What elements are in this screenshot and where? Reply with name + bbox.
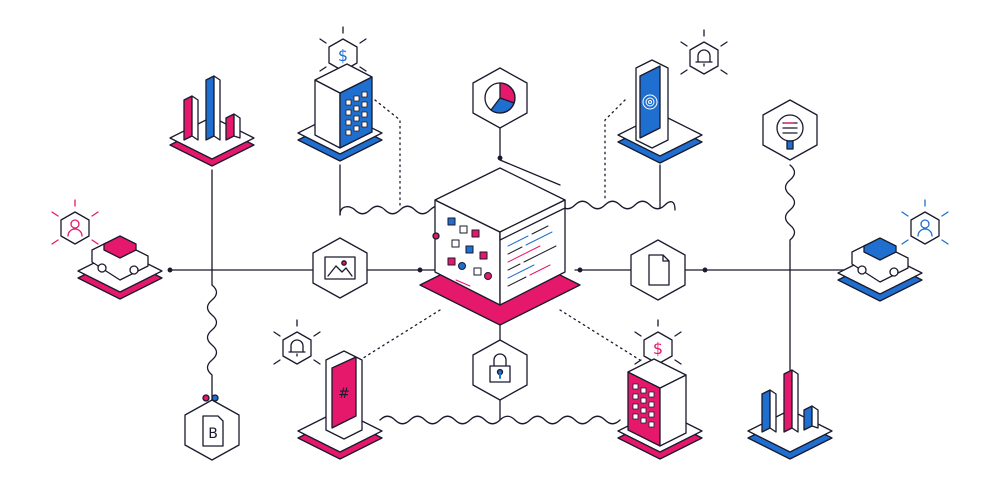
bar — [233, 113, 241, 139]
building-top-face — [627, 358, 687, 389]
bell-icon — [695, 49, 713, 67]
hexagon-frame — [282, 331, 312, 365]
badge-rays — [680, 29, 728, 75]
phone-screen — [639, 65, 661, 139]
connector-node-dot — [702, 267, 708, 273]
hub-code-lines — [507, 225, 557, 287]
car-blue — [837, 237, 923, 302]
bar — [183, 95, 193, 141]
dollar-badge-top: $ — [319, 26, 367, 72]
connector-lines — [167, 99, 846, 425]
office-building-pink — [617, 358, 703, 460]
hub-window-bar — [499, 199, 566, 241]
document-letter: B — [208, 426, 218, 442]
user-badge-right — [901, 199, 949, 245]
car-wheel — [97, 263, 107, 273]
lock-hexagon — [472, 339, 528, 401]
connector-dotted — [604, 99, 626, 201]
fingerprint-icon — [642, 94, 658, 110]
document-b-hexagon: B — [184, 394, 240, 461]
building-windows — [345, 91, 368, 136]
image-icon — [324, 256, 356, 280]
smartphone-blue — [617, 59, 703, 164]
hub-ui-shapes — [447, 217, 492, 287]
hash-icon: # — [338, 386, 350, 402]
document-icon — [648, 254, 670, 286]
bar — [791, 369, 799, 433]
dollar-badge-bottom: $ — [634, 319, 682, 365]
car-roof — [103, 235, 137, 259]
dollar-icon: $ — [338, 46, 348, 65]
document-icon — [202, 415, 224, 447]
car-wheel — [129, 265, 139, 275]
bar — [191, 95, 199, 141]
user-icon — [917, 219, 933, 237]
bar — [225, 113, 235, 141]
connector-dotted — [374, 99, 401, 206]
pie-chart-icon — [484, 82, 516, 114]
badge-rays — [901, 199, 949, 245]
document-hexagon — [630, 239, 686, 301]
bar — [769, 389, 777, 433]
bell-icon — [288, 339, 306, 357]
badge-rays — [273, 319, 321, 365]
bar-chart-pink — [169, 75, 255, 167]
pie-chart-hexagon — [472, 67, 528, 129]
connector-left-wavy — [206, 284, 218, 401]
bar — [811, 405, 819, 429]
hexagon-frame — [689, 41, 719, 75]
car-pink — [77, 235, 163, 300]
image-hexagon — [312, 237, 368, 299]
bar-chart-blue — [747, 369, 833, 460]
central-data-hub — [419, 167, 581, 326]
status-dot — [202, 394, 210, 402]
bar — [783, 369, 793, 433]
bar — [761, 389, 771, 433]
office-building-blue — [297, 63, 383, 162]
connector-node-dot — [417, 267, 423, 273]
car-wheel — [857, 265, 867, 275]
building-windows — [632, 383, 655, 428]
bar — [803, 405, 813, 431]
search-hexagon — [762, 99, 818, 161]
connector-dotted — [559, 309, 641, 361]
connector-node-dot — [167, 267, 173, 273]
connector-node-dot — [577, 267, 583, 273]
badge-rays — [51, 199, 99, 245]
user-icon — [67, 219, 83, 237]
car-roof — [863, 237, 897, 261]
connector-right-wavy — [784, 164, 796, 246]
status-dot — [211, 394, 219, 402]
badge-rays — [319, 26, 367, 72]
user-badge-left — [51, 199, 99, 245]
badge-rays — [634, 319, 682, 365]
building-top-face — [314, 63, 373, 94]
bar — [213, 75, 221, 141]
bell-badge-top — [680, 29, 728, 75]
connector-dotted — [359, 309, 441, 361]
bar — [205, 75, 215, 141]
dollar-icon: $ — [653, 339, 663, 358]
hub-pin — [432, 232, 440, 240]
bell-badge-bottom — [273, 319, 321, 365]
lock-icon — [489, 353, 511, 383]
car-wheel — [889, 267, 899, 277]
connector-node-dot — [497, 155, 503, 161]
phone-screen — [331, 356, 357, 429]
magnifier-icon — [776, 114, 804, 150]
smartphone-pink: # — [297, 350, 383, 460]
